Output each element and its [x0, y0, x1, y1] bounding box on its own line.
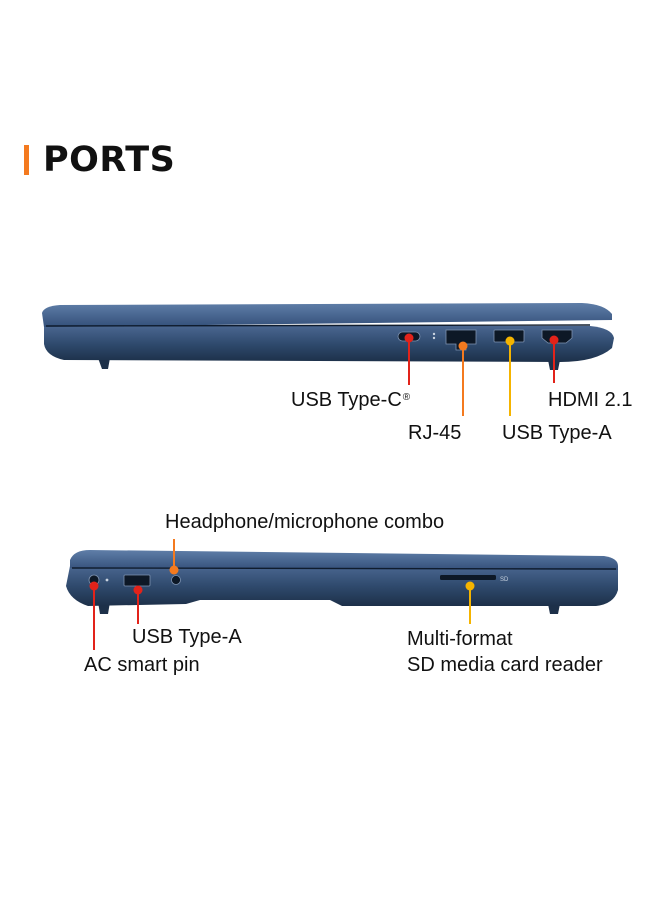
- usb-a-left-leader: [133, 585, 143, 624]
- rj45-label: RJ-45: [408, 422, 462, 444]
- hdmi-leader: [549, 335, 559, 383]
- sd-slot-label: SD: [500, 577, 509, 583]
- audio-jack-port: [171, 575, 181, 585]
- laptop-foot: [548, 604, 560, 614]
- usb-a-left-label: USB Type-A: [132, 626, 242, 648]
- rj45-port: [445, 329, 477, 351]
- hdmi-label: HDMI 2.1: [548, 389, 633, 411]
- ac-pin-label: AC smart pin: [84, 654, 200, 676]
- sd-reader-label-line2: SD media card reader: [407, 654, 603, 676]
- title-accent-bar: [24, 145, 29, 175]
- sd-reader-label-line1: Multi-format: [407, 628, 513, 650]
- usb-c-leader: [404, 333, 414, 385]
- ac-pin-leader: [89, 581, 99, 650]
- sd-reader-leader: [465, 581, 475, 624]
- sd-card-slot: [440, 575, 496, 580]
- laptop-foot: [98, 358, 110, 369]
- laptop-left-side-view: SD: [66, 550, 618, 614]
- headphone-leader: [169, 539, 179, 575]
- section-title: PORTS: [24, 140, 175, 180]
- laptop-right-side-view: [42, 303, 614, 370]
- laptop-lid: [70, 550, 618, 570]
- headphone-label: Headphone/microphone combo: [165, 511, 445, 533]
- rj45-leader: [458, 341, 468, 416]
- usb-a-right-label: USB Type-A: [502, 422, 612, 444]
- usb-c-label: USB Type-C®: [291, 389, 411, 411]
- usb-a-right-leader: [505, 336, 515, 416]
- hdmi-port: [541, 329, 573, 344]
- laptop-base: [44, 326, 614, 362]
- usb-a-port: [123, 574, 151, 587]
- laptop-lid: [42, 303, 612, 327]
- page-title: PORTS: [43, 139, 176, 180]
